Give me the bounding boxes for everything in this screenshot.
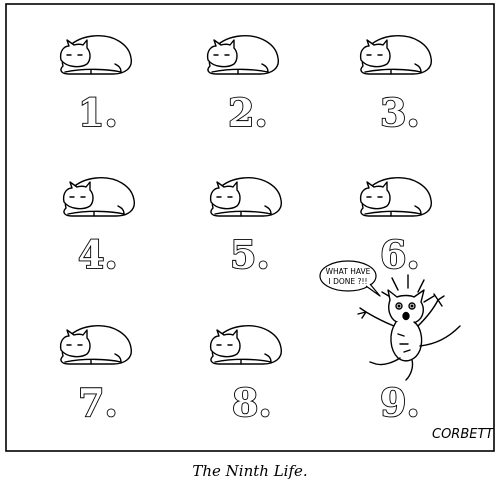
panel-number-5: 5.	[230, 232, 270, 277]
speech-line-2: I DONE ?!!	[328, 277, 367, 286]
artist-signature: CORBETT	[432, 427, 494, 442]
comic-frame	[5, 3, 495, 452]
sleeping-cat-2	[206, 35, 280, 75]
speech-line-1: WHAT HAVE	[326, 267, 371, 276]
panel-number-1: 1.	[78, 90, 118, 135]
sleeping-cat-1	[59, 35, 133, 75]
speech-bubble: WHAT HAVE I DONE ?!!	[319, 260, 381, 297]
panel-number-8: 8.	[232, 380, 272, 425]
sleeping-cat-5	[209, 177, 283, 217]
sleeping-cat-7	[59, 325, 133, 365]
panel-number-3: 3.	[380, 90, 420, 135]
sleeping-cat-4	[62, 177, 136, 217]
sleeping-cat-3	[359, 35, 433, 75]
panel-number-4: 4.	[78, 232, 118, 277]
startled-cat	[357, 274, 461, 381]
panel-number-9: 9.	[380, 380, 420, 425]
panel-number-2: 2.	[228, 90, 268, 135]
panel-number-7: 7.	[78, 380, 118, 425]
panel-number-6: 6.	[380, 232, 420, 277]
sleeping-cat-6	[359, 177, 433, 217]
cartoon-caption: The Ninth Life.	[192, 462, 308, 480]
sleeping-cat-8	[209, 325, 283, 365]
